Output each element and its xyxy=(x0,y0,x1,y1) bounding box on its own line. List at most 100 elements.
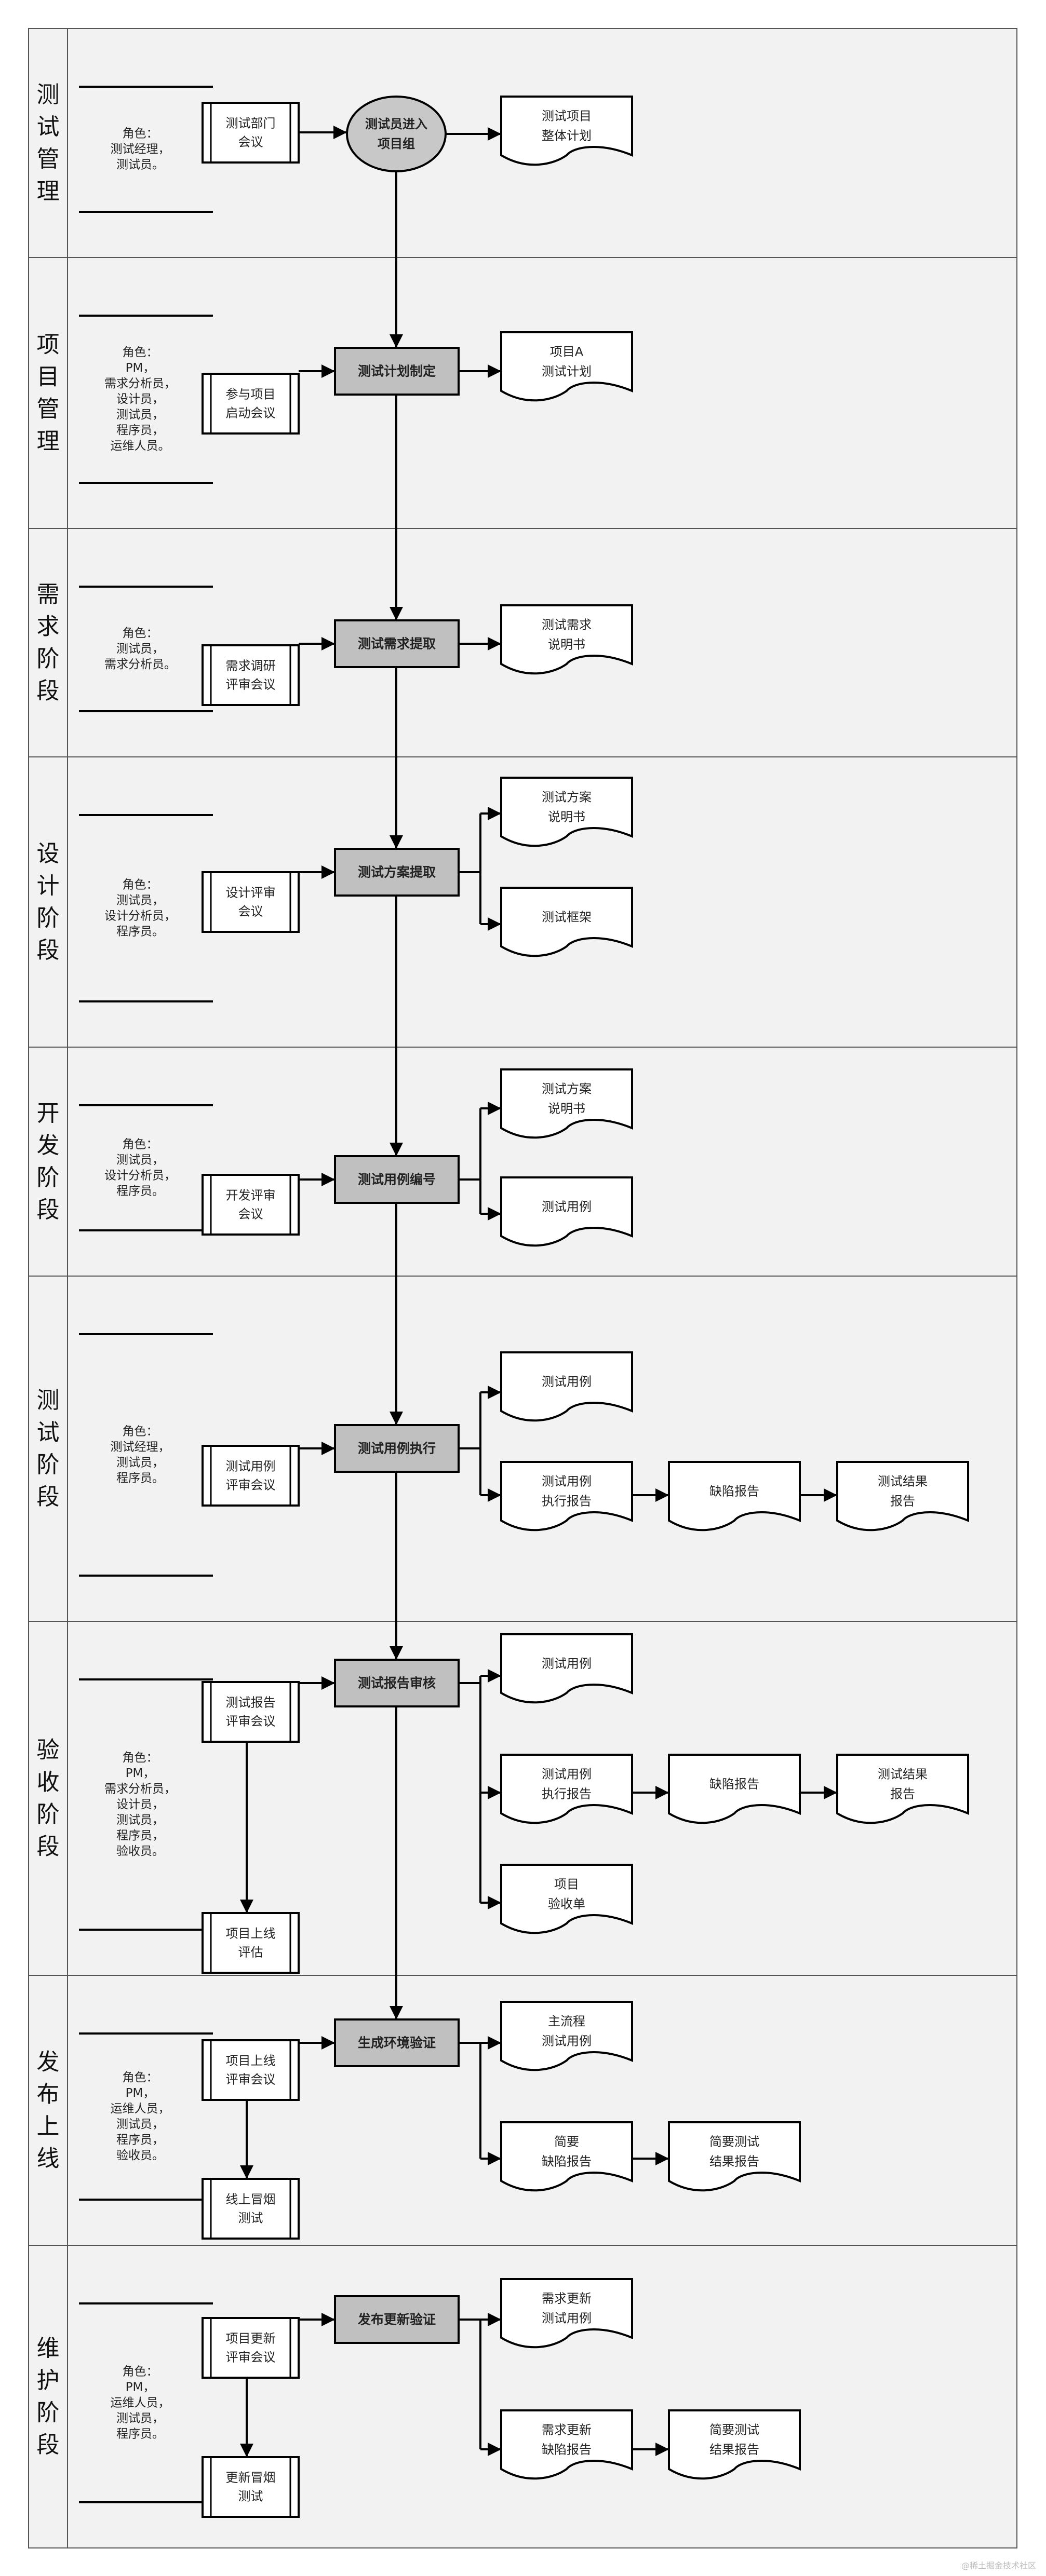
document-label-line: 需求更新 xyxy=(542,2423,592,2437)
lane-title-char: 段 xyxy=(37,937,60,964)
role-text: PM， xyxy=(126,1767,155,1780)
role-text: 测试员， xyxy=(116,2118,164,2131)
role-text: 验收员。 xyxy=(116,1845,164,1858)
meeting-label-line: 启动会议 xyxy=(226,406,276,421)
document-label-line: 结果报告 xyxy=(709,2443,759,2457)
document-shape xyxy=(668,1461,801,1531)
process-box-p6: 测试用例执行 xyxy=(334,1424,460,1473)
document-label-line: 说明书 xyxy=(548,638,585,652)
role-text: 程序员， xyxy=(116,2133,164,2147)
meeting-label-line: 项目上线 xyxy=(226,1927,276,1941)
meeting-label-line: 项目上线 xyxy=(226,2054,276,2068)
document-label: 测试用例 xyxy=(542,1375,592,1389)
document-label-line: 测试用例 xyxy=(542,1657,592,1671)
meeting-label-line: 评审会议 xyxy=(226,2072,276,2087)
document-label: 缺陷报告 xyxy=(709,1484,759,1499)
process-box xyxy=(334,1659,460,1707)
meeting-label-line: 评审会议 xyxy=(226,677,276,692)
meeting-label-line: 项目更新 xyxy=(226,2331,276,2346)
meeting-box xyxy=(202,1174,300,1236)
lane-title-char: 试 xyxy=(37,1419,60,1446)
document-label-line: 验收单 xyxy=(548,1897,585,1911)
document-shape xyxy=(836,1754,969,1824)
document-label-line: 主流程 xyxy=(548,2014,585,2029)
meeting-box xyxy=(202,102,300,164)
process-label: 发布更新验证 xyxy=(357,2312,436,2327)
document-label-line: 测试用例 xyxy=(542,1767,592,1782)
lane-title-char: 阶 xyxy=(37,1452,60,1478)
lane-title-char: 管 xyxy=(37,146,60,172)
role-text: 角色： xyxy=(123,1751,158,1765)
lane-roles: 角色：测试经理，测试员。 xyxy=(111,127,170,172)
role-text: 设计员， xyxy=(116,392,164,406)
role-text: 程序员。 xyxy=(116,1185,164,1198)
lane-title-char: 段 xyxy=(37,1484,60,1510)
meeting-label-line: 线上冒烟 xyxy=(226,2192,276,2207)
document-shape xyxy=(500,1351,633,1422)
meeting-box xyxy=(202,373,300,435)
lane-title-char: 阶 xyxy=(37,646,60,672)
role-text: 测试员， xyxy=(116,408,164,422)
document-label-line: 测试方案 xyxy=(542,790,592,805)
document-label-line: 测试结果 xyxy=(878,1474,928,1489)
meeting-label-line: 测试部门 xyxy=(226,116,276,131)
document-label-line: 缺陷报告 xyxy=(709,1484,759,1499)
start-label-line: 项目组 xyxy=(378,137,415,151)
process-box-p2: 测试计划制定 xyxy=(334,347,460,396)
meeting-label-line: 测试 xyxy=(238,2211,263,2226)
lane-roles: 角色：测试员，设计分析员，程序员。 xyxy=(104,1138,176,1198)
lane-body xyxy=(28,1276,1017,1622)
meeting-box xyxy=(202,1445,300,1507)
meeting-label-line: 会议 xyxy=(238,904,263,919)
shapes: 测试部门会议参与项目启动会议需求调研评审会议设计评审会议开发评审会议测试用例评审… xyxy=(202,96,969,2518)
lane-title-char: 发 xyxy=(37,1132,60,1159)
document-label-line: 测试用例 xyxy=(542,2034,592,2049)
document-label-line: 简要测试 xyxy=(709,2135,759,2149)
lane-roles: 角色：测试员，需求分析员。 xyxy=(104,627,176,671)
document-label-line: 简要 xyxy=(554,2135,579,2149)
role-text: 程序员。 xyxy=(116,1472,164,1485)
lane-title-char: 设 xyxy=(37,840,60,867)
role-text: 角色： xyxy=(123,127,158,141)
role-text: 角色： xyxy=(123,2365,158,2379)
watermark-text: @稀土掘金技术社区 xyxy=(961,2561,1036,2571)
lane-roles: 角色：PM，运维人员，测试员，程序员。 xyxy=(111,2365,170,2441)
role-text: 需求分析员。 xyxy=(104,658,176,671)
role-text: 角色： xyxy=(123,878,158,892)
document-label-line: 缺陷报告 xyxy=(709,1777,759,1792)
lane-title-char: 阶 xyxy=(37,2399,60,2426)
lane-title-char: 测 xyxy=(37,82,60,108)
role-text: 测试员。 xyxy=(116,158,164,172)
document-d7a: 测试用例 xyxy=(500,1633,633,1704)
document-shape xyxy=(500,1176,633,1247)
lane-title-char: 阶 xyxy=(37,1164,60,1191)
role-text: 角色： xyxy=(123,1425,158,1439)
lane-roles: 角色：PM，运维人员，测试员，程序员，验收员。 xyxy=(111,2071,170,2162)
document-label: 测试框架 xyxy=(542,910,592,925)
document-shape xyxy=(500,96,633,166)
